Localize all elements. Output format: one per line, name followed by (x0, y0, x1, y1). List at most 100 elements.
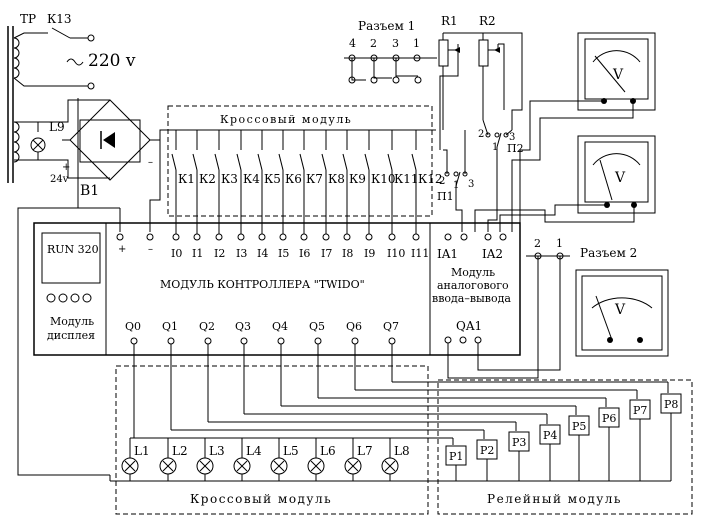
relay-label: Р3 (512, 436, 526, 449)
input-label: I9 (364, 247, 375, 260)
connector-1-title: Разъем 1 (358, 19, 415, 33)
key-label: К2 (199, 172, 216, 186)
mains-voltage: 220 v (88, 51, 136, 71)
key-label: К6 (285, 172, 302, 186)
analog-input-ia2: IA2 (482, 247, 503, 261)
output-terminal (204, 337, 212, 345)
cross-module-top-title: Кроссовый модуль (220, 113, 352, 126)
input-label: I5 (278, 247, 289, 260)
input-terminal (172, 233, 180, 241)
input-terminal (343, 233, 351, 241)
input-label: I7 (321, 247, 332, 260)
transformer-label: ТР (20, 12, 36, 26)
key-label: К4 (243, 172, 260, 186)
key-contact (192, 153, 198, 171)
lamp-label: L5 (283, 444, 299, 458)
lamp-l9-circuit: L9 (14, 99, 110, 179)
switch-p1: 2 1 3 П1 (437, 130, 474, 232)
output-label: Q7 (383, 320, 399, 333)
cross-module-bottom: Кроссовый модуль (115, 365, 429, 515)
input-terminal (388, 233, 396, 241)
key-contact (278, 153, 284, 171)
output-label: Q2 (199, 320, 215, 333)
key-contact (387, 153, 393, 171)
cross-module-bottom-title: Кроссовый модуль (190, 492, 332, 506)
switch-p1-label: П1 (437, 190, 454, 203)
connector-1-pin-2: 2 (370, 37, 377, 50)
key-contact (214, 153, 220, 171)
switch-p1-pos-3: 3 (468, 179, 474, 190)
output-terminal (314, 337, 322, 345)
input-label: I10 (387, 247, 405, 260)
lamp-cross (347, 460, 359, 472)
key-contact (364, 153, 370, 171)
output-terminal (388, 337, 396, 345)
key-label: К10 (371, 172, 396, 186)
key-label: К1 (178, 172, 195, 186)
supply-minus: – (148, 157, 153, 168)
input-terminal (215, 233, 223, 241)
connector-1-pin-3: 3 (392, 37, 399, 50)
switch-p1-pos-1: 1 (453, 180, 459, 191)
lamp-label: L2 (172, 444, 188, 458)
bridge-label: В1 (80, 183, 99, 199)
input-label: I3 (236, 247, 247, 260)
input-label: I6 (299, 247, 310, 260)
key-contact (257, 153, 263, 171)
analog-output-qa1: QA1 (456, 319, 482, 333)
lamp-l9-label: L9 (49, 120, 65, 134)
lamp-cross (236, 460, 248, 472)
analog-module: IA1 IA2 Модуль аналогового ввода–вывода … (432, 233, 511, 344)
analog-input-ia1: IA1 (437, 247, 458, 261)
connector-1-pin-1: 1 (413, 37, 420, 50)
lamp-cross (199, 460, 211, 472)
switch-p1-pos-2: 2 (439, 176, 445, 187)
key-label: К5 (264, 172, 281, 186)
key-label: К9 (349, 172, 366, 186)
analog-label-1: Модуль (451, 266, 495, 279)
relay-label: Р6 (602, 412, 616, 425)
switch-p2-pos-1: 1 (492, 142, 498, 153)
relay-label: Р8 (664, 398, 678, 411)
relay-label: Р4 (543, 429, 557, 442)
connector-2-title: Разъем 2 (580, 246, 637, 260)
connector-2-pin-2: 2 (534, 237, 541, 250)
resistor-r1-label: R1 (441, 14, 458, 28)
lamp-label: L4 (246, 444, 262, 458)
output-terminal (351, 337, 359, 345)
input-terminal (300, 233, 308, 241)
lamp-label: L6 (320, 444, 336, 458)
output-label: Q3 (235, 320, 251, 333)
key-contact (299, 153, 305, 171)
analog-label-3: ввода–вывода (432, 292, 511, 305)
output-label: Q4 (272, 320, 288, 333)
key-label: К11 (394, 172, 419, 186)
output-terminal (167, 337, 175, 345)
relay-label: Р5 (572, 420, 586, 433)
input-terminal (322, 233, 330, 241)
output-terminal (130, 337, 138, 345)
connector-1-pin-4: 4 (349, 37, 356, 50)
input-label: I0 (171, 247, 182, 260)
key-contact (171, 153, 177, 171)
voltmeter-1: V (577, 32, 656, 111)
output-label: Q5 (309, 320, 325, 333)
lamp-cross (310, 460, 322, 472)
output-label: Q6 (346, 320, 362, 333)
lamp-cross (162, 460, 174, 472)
relay-module: Релейный модуль (437, 379, 693, 515)
controller-power-plus: + (118, 244, 126, 255)
supply-plus: + (62, 162, 70, 173)
connector-2: 2 1 Разъем 2 (447, 237, 637, 379)
key-contact (342, 153, 348, 171)
input-terminal (193, 233, 201, 241)
key-contact (236, 153, 242, 171)
transformer: ТР К13 (7, 12, 72, 183)
relay-label: Р1 (449, 450, 463, 463)
lamp-cross (384, 460, 396, 472)
lamp-label: L7 (357, 444, 373, 458)
switch-p2-pos-2: 2 (478, 129, 484, 140)
